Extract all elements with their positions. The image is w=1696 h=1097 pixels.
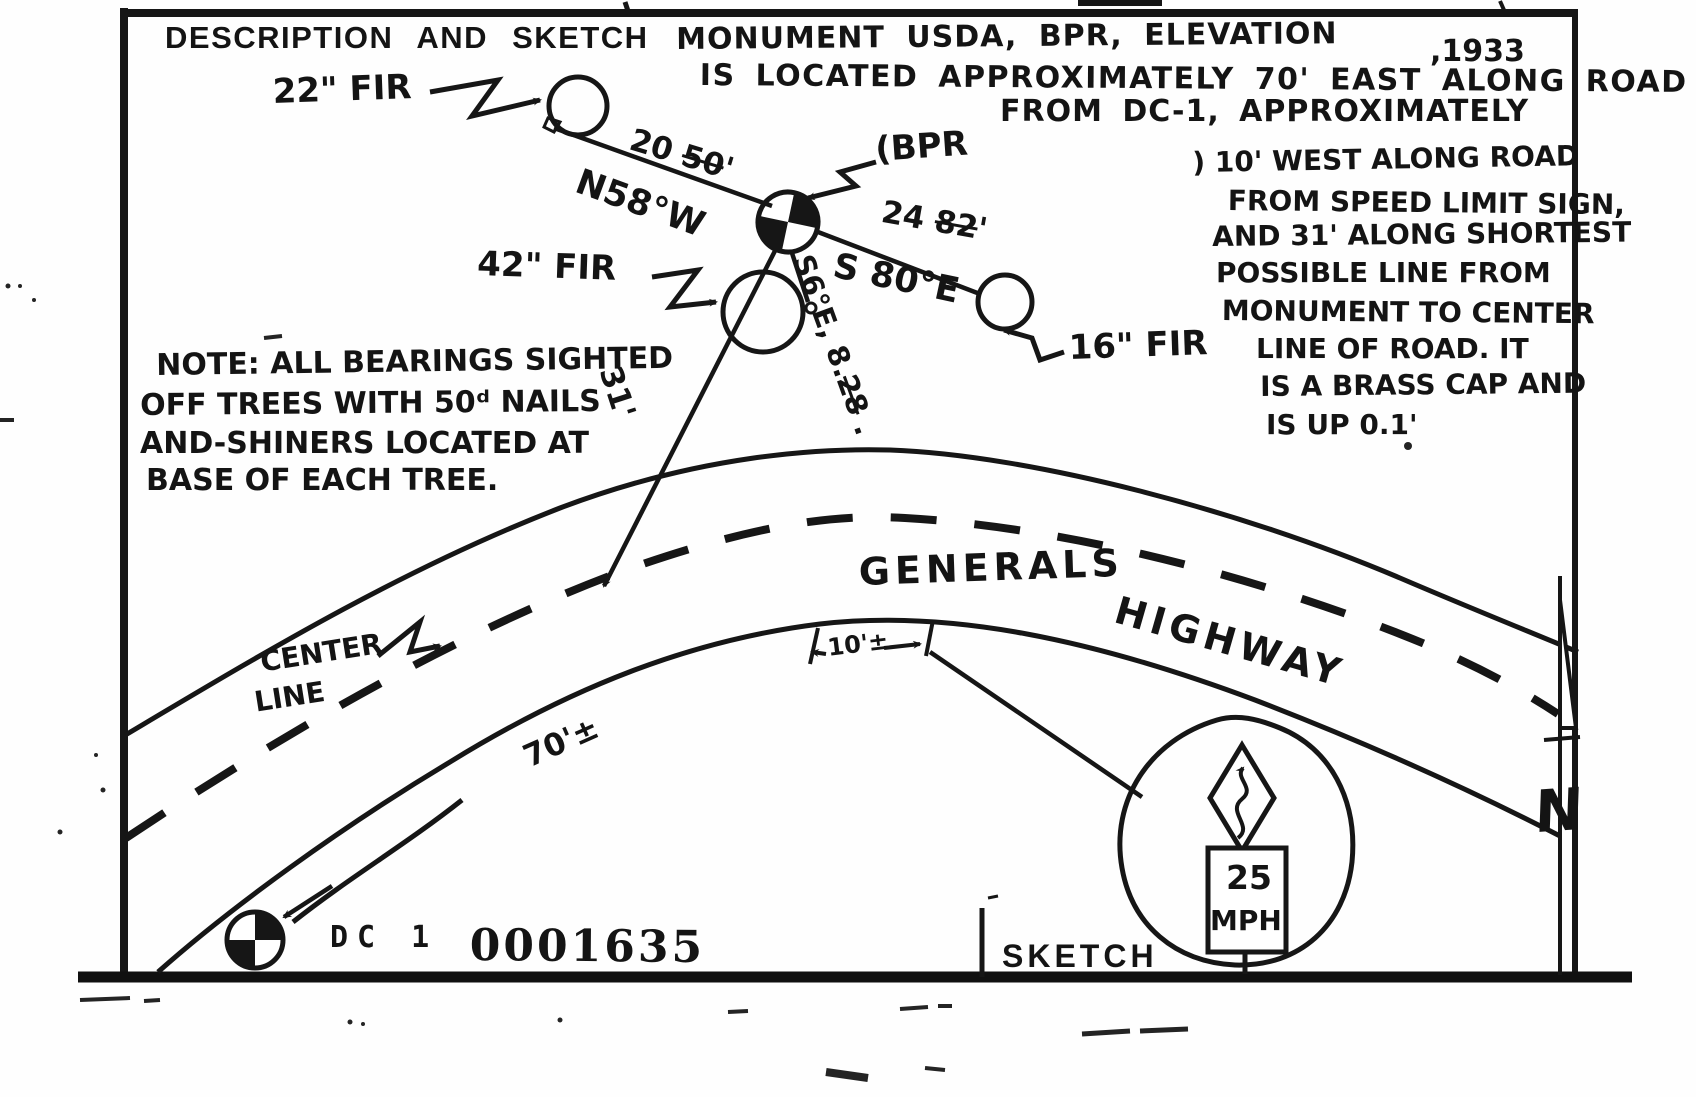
shiner-mark xyxy=(804,301,818,315)
arrow-centerline xyxy=(376,614,442,658)
arrow-42fir xyxy=(651,266,718,311)
note-line-2: OFF TREES WITH 50ᵈ NAILS xyxy=(140,383,601,423)
dim-arrow-left xyxy=(810,649,827,657)
tree-circle-16in-fir xyxy=(975,272,1035,332)
arrow-16fir xyxy=(1002,327,1065,364)
description-right-line: AND 31' ALONG SHORTEST xyxy=(1212,215,1632,253)
road-upper-edge xyxy=(120,447,1579,740)
description-line-1: MONUMENT USDA, BPR, ELEVATION xyxy=(676,16,1338,57)
speck xyxy=(987,894,999,900)
tree-label-22in-fir: 22" FIR xyxy=(272,67,413,112)
north-arrow-head xyxy=(1558,599,1579,730)
description-right-line: ) 10' WEST ALONG ROAD xyxy=(1192,139,1580,179)
top-edge-fragment xyxy=(1498,0,1506,11)
tie-line-42fir xyxy=(788,249,811,303)
page-title: DESCRIPTION AND SKETCH xyxy=(165,20,649,55)
sign-location-blob xyxy=(1117,714,1356,968)
station-id: DC 1 xyxy=(330,920,439,955)
monument-symbol-dc1 xyxy=(224,909,286,971)
leader-to-speed-sign xyxy=(928,650,1144,799)
tie-line-22fir xyxy=(553,125,773,209)
north-arrow-base xyxy=(1543,735,1581,742)
description-right-line: LINE OF ROAD. IT xyxy=(1256,332,1529,365)
road-name-part1: GENERALS xyxy=(858,540,1125,594)
road-center-line-dashed xyxy=(123,513,1561,842)
arrow-bpr-leader xyxy=(806,159,877,201)
tree-label-16in-fir: 16" FIR xyxy=(1068,323,1209,368)
sketch-section-label: SKETCH xyxy=(1002,938,1158,974)
description-right-line: MONUMENT TO CENTER xyxy=(1221,294,1595,331)
description-right-line: POSSIBLE LINE FROM xyxy=(1216,256,1551,289)
tree-label-42in-fir: 42" FIR xyxy=(476,244,617,289)
tree-circle-42in-fir xyxy=(720,269,806,355)
top-edge-fragment xyxy=(622,1,632,15)
dim-arrow-right xyxy=(883,640,922,650)
offset-line-31ft xyxy=(601,241,782,588)
road-lower-edge xyxy=(156,617,1562,974)
dim-tick-right xyxy=(924,619,935,657)
arrow-22fir xyxy=(429,76,542,120)
dim-tick-left xyxy=(808,627,820,665)
monument-symbol-bpr xyxy=(755,189,821,255)
north-arrow-label: N xyxy=(1533,774,1585,847)
tie-line-16fir xyxy=(817,229,981,297)
road-edge-overdraw xyxy=(291,798,464,924)
scan-noise xyxy=(0,283,1412,1082)
description-line-3: FROM DC-1, APPROXIMATELY xyxy=(1000,94,1530,129)
note-line-4: BASE OF EACH TREE. xyxy=(146,463,499,498)
arrow-dc1-monument xyxy=(282,884,334,919)
shiner-mark xyxy=(542,116,563,134)
winding-road-icon xyxy=(1234,766,1249,840)
description-right-line: IS UP 0.1' xyxy=(1266,408,1418,441)
speed-limit-unit: MPH xyxy=(1210,904,1282,937)
note-line-3: AND-SHINERS LOCATED AT xyxy=(140,426,589,461)
description-year: ,1933 xyxy=(1430,34,1525,69)
description-right-line: IS A BRASS CAP AND xyxy=(1260,366,1587,403)
monument-label-bpr: (BPR xyxy=(874,123,970,170)
stamped-serial-number: 0001635 xyxy=(469,920,706,974)
speed-limit-value: 25 xyxy=(1226,858,1272,897)
